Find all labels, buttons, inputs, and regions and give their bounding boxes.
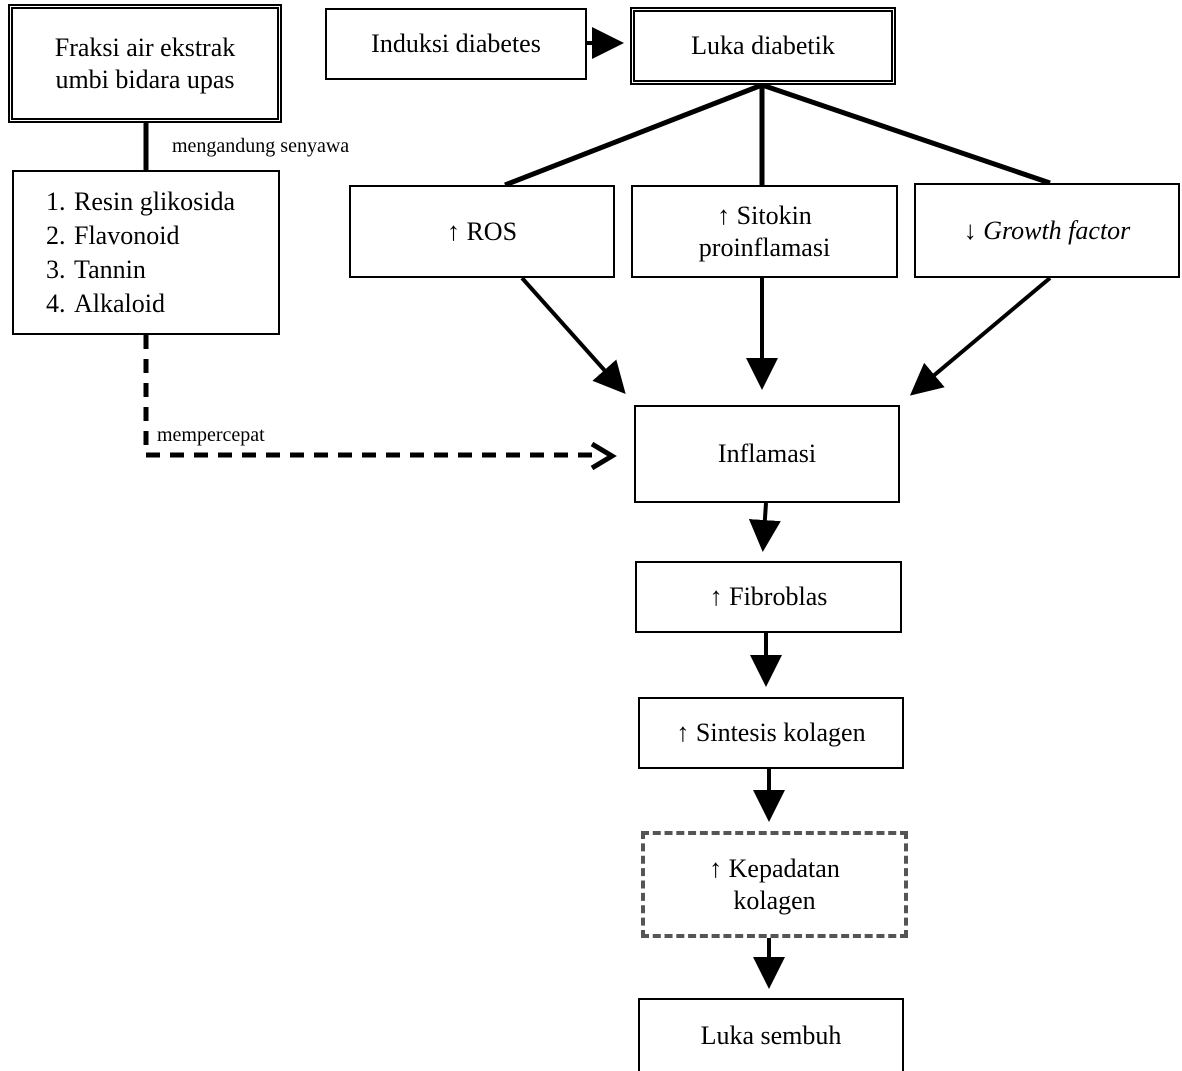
node-fibroblast-label: ↑ Fibroblas <box>709 582 828 611</box>
edge-label-contains: mengandung senyawa <box>172 134 350 158</box>
node-wound-healed-label: Luka sembuh <box>700 1020 842 1050</box>
arrow-inflamasi-to-fibroblas <box>748 502 781 552</box>
arrow-growth-to-inflamasi <box>909 276 1052 396</box>
compound-item: Alkaloid <box>72 287 235 321</box>
node-diabetes-induction-label: Induksi diabetes <box>371 29 541 58</box>
edge-label-accelerates: mempercepat <box>157 423 265 447</box>
node-cytokine-line2: proinflamasi <box>698 232 831 262</box>
node-extract-fraction: Fraksi air ekstrak umbi bidara upas <box>8 4 282 123</box>
node-wound-healed: Luka sembuh <box>638 998 904 1071</box>
connector-luka-to-ros <box>504 82 763 188</box>
node-fibroblast: ↑ Fibroblas <box>635 561 902 633</box>
dashed-arrowhead <box>590 441 617 471</box>
node-inflammation-label: Inflamasi <box>717 439 817 468</box>
node-collagen-density-line2: kolagen <box>733 885 816 915</box>
node-collagen-density: ↑ Kepadatan kolagen <box>641 831 908 938</box>
compound-item: Flavonoid <box>72 219 235 253</box>
node-extract-fraction-line1: Fraksi air ekstrak <box>54 32 236 62</box>
node-diabetes-induction: Induksi diabetes <box>325 8 587 80</box>
node-compound-list: Resin glikosida Flavonoid Tannin Alkaloi… <box>12 170 280 335</box>
node-diabetic-wound-label: Luka diabetik <box>691 31 835 60</box>
node-cytokine: ↑ Sitokin proinflamasi <box>631 185 898 278</box>
node-collagen-synthesis-label: ↑ Sintesis kolagen <box>676 718 866 747</box>
node-inflammation: Inflamasi <box>634 405 900 503</box>
connector-luka-to-growth <box>761 82 1051 186</box>
node-ros: ↑ ROS <box>349 185 615 278</box>
node-growth-factor: ↓ Growth factor <box>914 183 1180 278</box>
compound-item: Tannin <box>72 253 235 287</box>
node-collagen-density-line1: ↑ Kepadatan <box>709 853 840 883</box>
node-collagen-synthesis: ↑ Sintesis kolagen <box>638 697 904 769</box>
dashed-arrow-compounds-to-inflamasi <box>143 335 595 458</box>
arrow-ros-to-inflamasi <box>520 276 626 394</box>
compound-item: Resin glikosida <box>72 185 235 219</box>
node-extract-fraction-line2: umbi bidara upas <box>55 64 235 94</box>
node-diabetic-wound: Luka diabetik <box>630 7 896 85</box>
compound-list: Resin glikosida Flavonoid Tannin Alkaloi… <box>14 185 235 321</box>
node-cytokine-line1: ↑ Sitokin <box>717 200 812 230</box>
down-arrow-glyph: ↓ <box>963 215 977 245</box>
node-ros-label: ↑ ROS <box>446 216 518 246</box>
node-growth-factor-label: Growth factor <box>983 215 1131 245</box>
